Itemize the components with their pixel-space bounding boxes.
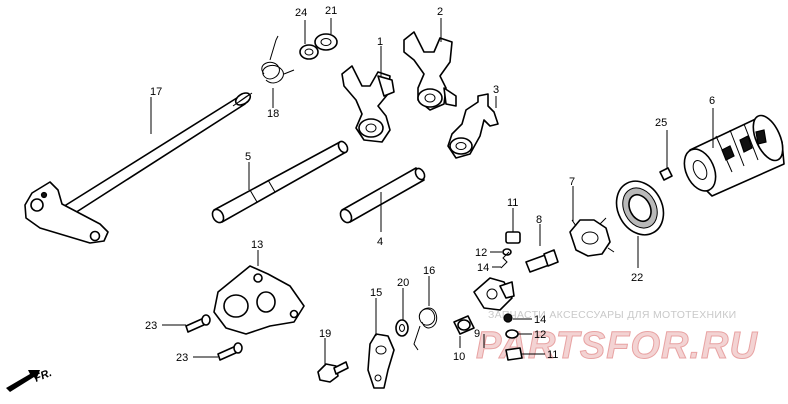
stopper-roller-top <box>505 231 521 244</box>
watermark: ЗАПЧАСТИ АКСЕССУАРЫ ДЛЯ МОТОТЕХНИКИ PART… <box>476 309 758 368</box>
fork-shaft-long <box>211 140 349 224</box>
fork-shaft-short <box>339 167 426 224</box>
front-label: FR. <box>33 367 54 385</box>
collar <box>299 44 319 60</box>
label-12-bottom: 12 <box>534 329 546 341</box>
spring-bottom <box>503 313 513 323</box>
shift-arm <box>367 333 395 389</box>
dowel-pin <box>659 167 673 181</box>
label-23-lower: 23 <box>176 352 188 364</box>
label-22: 22 <box>631 272 643 284</box>
label-23-upper: 23 <box>145 320 157 332</box>
front-direction-indicator: FR. <box>6 367 54 392</box>
stopper-arm <box>473 277 515 311</box>
front-arrow-icon <box>6 370 40 392</box>
label-15: 15 <box>370 287 382 299</box>
label-17: 17 <box>150 86 162 98</box>
label-21: 21 <box>325 5 337 17</box>
label-11-bottom: 11 <box>547 349 558 361</box>
label-25: 25 <box>655 117 667 129</box>
guide-plate <box>213 265 305 335</box>
watermark-logo: PARTSFOR.RU <box>476 325 758 367</box>
spring-16 <box>413 307 438 351</box>
label-10: 10 <box>453 351 465 363</box>
label-9: 9 <box>474 328 480 340</box>
label-3: 3 <box>493 84 499 96</box>
label-14-top: 14 <box>477 262 489 274</box>
spring-top <box>500 251 510 269</box>
shift-fork-center <box>341 65 395 143</box>
label-6: 6 <box>709 95 715 107</box>
label-8: 8 <box>536 214 542 226</box>
bearing <box>615 180 665 236</box>
leader-lines <box>150 18 714 366</box>
label-5: 5 <box>245 151 251 163</box>
label-1: 1 <box>377 36 383 48</box>
stopper-roller-bottom <box>505 347 523 361</box>
label-2: 2 <box>437 6 443 18</box>
collar-bolt <box>453 315 475 335</box>
drum-center <box>569 217 615 257</box>
label-14-bottom: 14 <box>534 314 546 326</box>
pin-top <box>502 248 512 256</box>
label-19: 19 <box>319 328 331 340</box>
label-7: 7 <box>569 176 575 188</box>
part-labels: 17 18 24 21 1 2 3 5 4 25 6 7 22 8 11 12 … <box>145 5 715 364</box>
shift-fork-right <box>447 93 499 159</box>
screw-lower <box>217 342 243 361</box>
o-ring-bottom <box>505 329 519 339</box>
drum-bolt <box>525 249 559 273</box>
shift-drum <box>683 114 785 197</box>
washer-20 <box>395 319 409 337</box>
shift-fork-left <box>403 31 457 111</box>
label-20: 20 <box>397 277 409 289</box>
screw-upper <box>185 314 211 333</box>
label-11-top: 11 <box>507 197 518 209</box>
gearshift-spindle <box>24 92 253 244</box>
label-12-top: 12 <box>475 247 487 259</box>
label-13: 13 <box>251 239 263 251</box>
label-4: 4 <box>377 236 383 248</box>
washer-21 <box>314 33 338 51</box>
label-24: 24 <box>295 7 307 19</box>
bolt-19 <box>317 361 349 383</box>
watermark-text: ЗАПЧАСТИ АКСЕССУАРЫ ДЛЯ МОТОТЕХНИКИ <box>488 309 737 321</box>
return-spring <box>261 35 295 84</box>
label-16: 16 <box>423 265 435 277</box>
label-18: 18 <box>267 108 279 120</box>
